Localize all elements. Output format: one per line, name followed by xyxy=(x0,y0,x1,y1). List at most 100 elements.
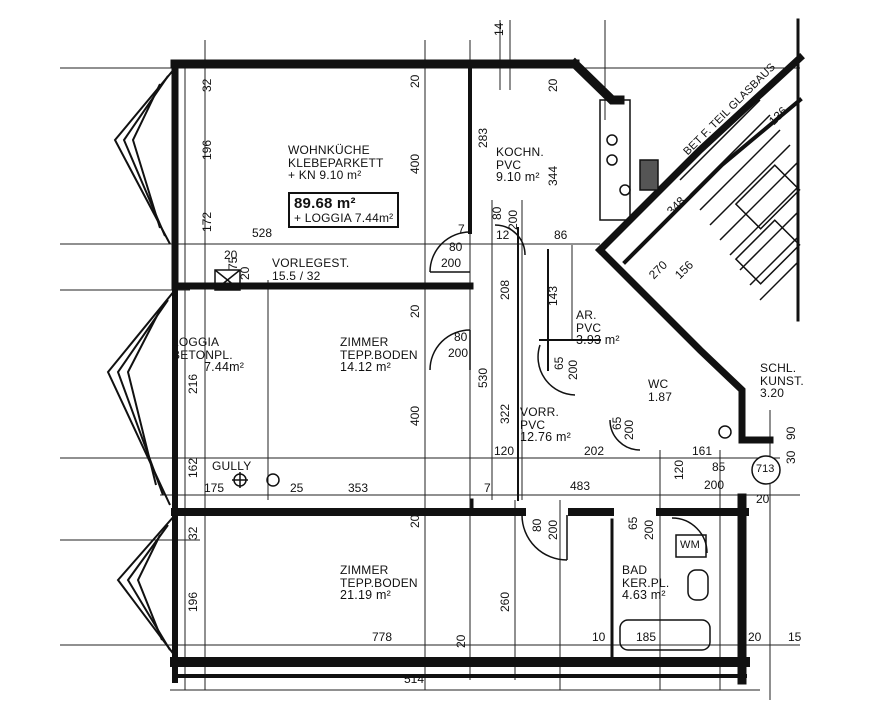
zimmer1-label: ZIMMER TEPP.BODEN 14.12 m² xyxy=(340,336,418,374)
dim-200a: 200 xyxy=(441,256,462,270)
vorr-area: 12.76 m² xyxy=(520,430,571,445)
door-swings xyxy=(429,224,708,561)
schl-floor: KUNST. xyxy=(760,373,804,388)
dim-120a: 120 xyxy=(494,444,515,458)
dim-200f: 200 xyxy=(704,478,725,492)
ar-floor: PVC xyxy=(576,320,602,335)
wm-label: WM xyxy=(680,539,700,551)
dim-20a: 20 xyxy=(408,74,422,88)
dim-20b: 20 xyxy=(408,304,422,318)
bad-floor: KER.PL. xyxy=(622,575,670,590)
dim-7b: 7 xyxy=(484,481,491,495)
gully-label: GULLY xyxy=(212,459,252,473)
kochn-name: KOCHN. xyxy=(496,145,544,159)
bad-label: BAD KER.PL. 4.63 m² xyxy=(622,564,669,602)
dim-65c: 65 xyxy=(626,516,640,530)
dim-216: 216 xyxy=(186,373,200,394)
ar-area: 3.93 m² xyxy=(576,333,620,348)
wc-label: WC 1.87 xyxy=(648,378,672,403)
ar-label: AR. PVC 3.93 m² xyxy=(576,309,620,347)
kitchen-floor: KLEBEPARKETT xyxy=(288,155,384,170)
dim-528: 528 xyxy=(252,226,273,240)
dim-344: 344 xyxy=(546,165,560,186)
dim-400a: 400 xyxy=(408,153,422,174)
dim-20e: 20 xyxy=(238,266,252,280)
dim-20i: 20 xyxy=(756,492,770,506)
dim-86: 86 xyxy=(554,228,568,242)
loggia-floor: BETONPL. xyxy=(172,347,233,362)
dimension-lines xyxy=(60,20,800,700)
dim-20c: 20 xyxy=(546,78,560,92)
dim-200b: 200 xyxy=(506,209,520,230)
kochn-label: KOCHN. PVC 9.10 m² xyxy=(496,146,544,184)
dim-top14: 14 xyxy=(492,22,506,36)
dim-30: 30 xyxy=(784,450,798,464)
loggia-name: LOGGIA xyxy=(172,335,220,349)
loggia-outlines xyxy=(106,67,179,661)
dim-85: 85 xyxy=(712,460,726,474)
vorlegest-name: VORLEGEST. xyxy=(272,256,350,270)
dim-80d: 80 xyxy=(530,518,544,532)
unit-marker-circle xyxy=(751,455,781,485)
dim-32b: 32 xyxy=(186,526,200,540)
zimmer2-label: ZIMMER TEPP.BODEN 21.19 m² xyxy=(340,564,418,602)
kochn-floor: PVC xyxy=(496,157,522,172)
dim-322: 322 xyxy=(498,403,512,424)
dim-120b: 120 xyxy=(672,459,686,480)
vorlegest-label: VORLEGEST. 15.5 / 32 xyxy=(272,257,349,282)
dim-80a: 80 xyxy=(449,240,463,254)
dim-778: 778 xyxy=(372,630,393,644)
dim-353: 353 xyxy=(348,481,369,495)
dim-200e: 200 xyxy=(622,419,636,440)
dim-162: 162 xyxy=(186,457,200,478)
kitchen-name: WOHNKÜCHE xyxy=(288,143,370,157)
dim-161: 161 xyxy=(692,444,713,458)
vorr-floor: PVC xyxy=(520,417,546,432)
dim-185: 185 xyxy=(636,630,657,644)
dim-175: 175 xyxy=(204,481,225,495)
dim-25: 25 xyxy=(290,481,304,495)
vorlegest-value: 15.5 / 32 xyxy=(272,268,321,283)
kitchen-label: WOHNKÜCHE KLEBEPARKETT + KN 9.10 m² xyxy=(288,144,384,182)
dim-202: 202 xyxy=(584,444,605,458)
zimmer2-floor: TEPP.BODEN xyxy=(340,575,418,590)
dim-7a: 7 xyxy=(458,222,465,236)
dim-530: 530 xyxy=(476,367,490,388)
vorr-name: VORR. xyxy=(520,405,560,419)
bad-name: BAD xyxy=(622,563,648,577)
gully-symbol xyxy=(214,269,280,488)
zimmer2-name: ZIMMER xyxy=(340,563,389,577)
dim-80c: 80 xyxy=(454,330,468,344)
dim-260: 260 xyxy=(498,591,512,612)
dim-400b: 400 xyxy=(408,405,422,426)
dim-80b: 80 xyxy=(490,206,504,220)
dim-65a: 65 xyxy=(552,356,566,370)
vorr-label: VORR. PVC 12.76 m² xyxy=(520,406,571,444)
dim-20h: 20 xyxy=(748,630,762,644)
bath-fixtures xyxy=(619,425,732,651)
kitchen-sub: + KN 9.10 m² xyxy=(288,168,362,183)
dim-483: 483 xyxy=(570,479,591,493)
dim-10: 10 xyxy=(592,630,606,644)
dim-200g: 200 xyxy=(546,519,560,540)
loggia-label: LOGGIA BETONPL. 7.44m² xyxy=(172,336,244,374)
dim-196b: 196 xyxy=(186,591,200,612)
schl-area: 3.20 xyxy=(760,386,785,401)
total-area-box: 89.68 m² + LOGGIA 7.44m² xyxy=(288,192,400,229)
dim-90: 90 xyxy=(784,426,798,440)
kochn-area: 9.10 m² xyxy=(496,170,540,185)
dim-12: 12 xyxy=(496,228,510,242)
dim-20g: 20 xyxy=(454,634,468,648)
zimmer2-area: 21.19 m² xyxy=(340,588,391,603)
dim-196a: 196 xyxy=(200,139,214,160)
loggia-area: 7.44m² xyxy=(204,360,245,375)
schl-name: SCHL. xyxy=(760,361,797,375)
dim-200c: 200 xyxy=(448,346,469,360)
dim-32a: 32 xyxy=(200,78,214,92)
stairs xyxy=(679,99,801,301)
wc-name: WC xyxy=(648,377,669,391)
kitchen-fixtures xyxy=(599,99,659,221)
dim-200d: 200 xyxy=(566,359,580,380)
dim-713: 713 xyxy=(756,463,775,475)
